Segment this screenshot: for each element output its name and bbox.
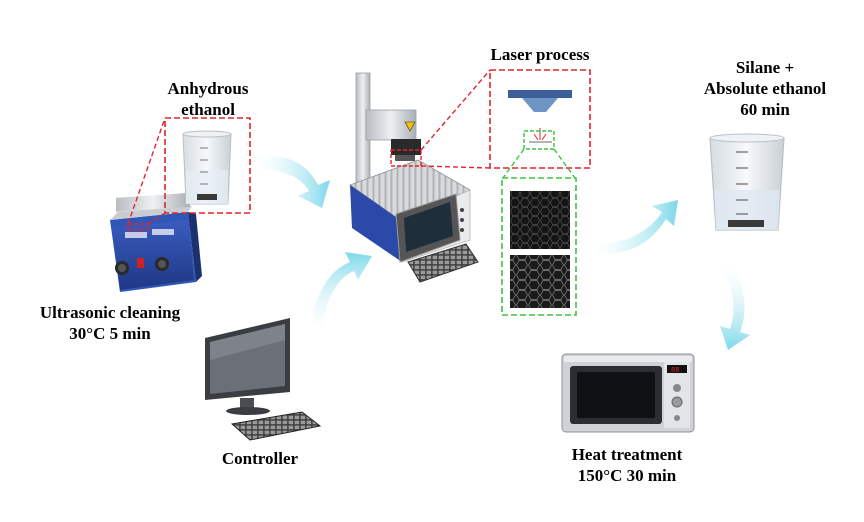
label-line: 150°C 30 min	[577, 466, 677, 485]
label-line: Heat treatment	[571, 445, 683, 464]
label-line: Silane +	[735, 58, 795, 77]
arrow-controller-to-laser	[310, 252, 372, 330]
arrow-laser-to-silane	[592, 200, 678, 255]
label-line: Controller	[221, 449, 299, 468]
monitor-icon	[205, 318, 290, 415]
label-line: Absolute ethanol	[703, 79, 827, 98]
label-line: Anhydrous	[167, 79, 249, 98]
beaker-icon	[182, 130, 232, 205]
label-line: Ultrasonic cleaning	[39, 303, 181, 322]
texture-zoom-frame	[501, 130, 577, 316]
label-line: ethanol	[181, 100, 235, 119]
label-heat-treatment: Heat treatment 150°C 30 min	[552, 444, 702, 486]
laser-head-icon	[508, 90, 572, 143]
svg-text:88: 88	[671, 367, 679, 375]
arrow-ethanol-to-laser	[255, 156, 330, 208]
ultrasonic-bath-icon	[110, 192, 202, 292]
ethanol-zoom-frame	[127, 117, 251, 225]
label-controller: Controller	[205, 448, 315, 469]
label-laser-process: Laser process	[470, 44, 610, 65]
keyboard-icon	[230, 411, 322, 441]
arrow-silane-to-heat	[720, 265, 750, 350]
label-line: 60 min	[740, 100, 790, 119]
label-anhydrous-ethanol: Anhydrous ethanol	[160, 78, 256, 120]
hexagon-texture-icon	[510, 191, 570, 308]
laser-zoom-frame	[420, 69, 591, 169]
laser-marking-machine-icon	[349, 72, 479, 283]
label-line: Laser process	[490, 45, 590, 64]
silane-beaker-icon	[709, 133, 785, 231]
label-silane: Silane + Absolute ethanol 60 min	[680, 57, 850, 120]
microwave-oven-icon: 88	[561, 353, 695, 433]
label-line: 30°C 5 min	[69, 324, 151, 343]
label-ultrasonic-cleaning: Ultrasonic cleaning 30°C 5 min	[20, 302, 200, 344]
